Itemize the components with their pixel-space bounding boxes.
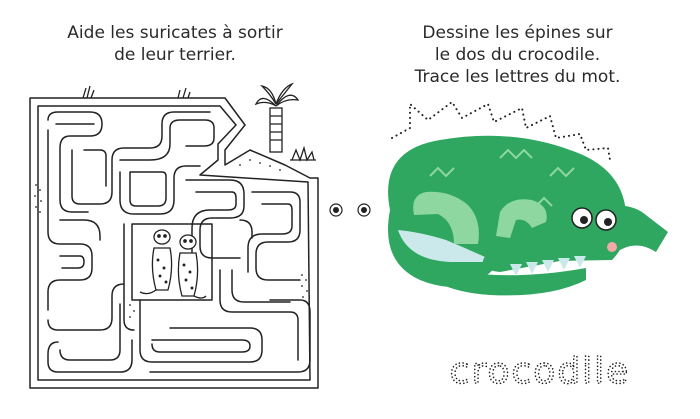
trace-word: crocodile — [450, 351, 631, 392]
maze-corridor — [149, 299, 311, 373]
maze-corridor — [239, 219, 253, 239]
maze-corridor — [129, 171, 167, 207]
crocodile-instruction: Dessine les épines sur le dos du crocodi… — [350, 22, 685, 88]
maze-corridor — [71, 111, 211, 205]
maze-outer-wall — [29, 97, 319, 389]
maze-corridor — [219, 269, 299, 361]
maze-corridor — [47, 255, 125, 331]
crocodile-cheek — [607, 242, 617, 252]
trace-word-box: crocodile — [449, 350, 631, 393]
maze-corridor — [185, 179, 245, 259]
palm-tree-icon — [254, 82, 300, 153]
maze-instruction-line-2: de leur terrier. — [114, 45, 236, 65]
crocodile-scale-marks — [429, 148, 533, 178]
meerkat-icon — [139, 229, 173, 295]
crocodile-teeth — [510, 256, 586, 276]
spine-trace-dots — [391, 100, 611, 161]
maze-inner-wall — [37, 105, 311, 381]
maze-corridor — [59, 303, 121, 361]
crocodile-leg — [496, 199, 547, 238]
grass-tuft-icon — [290, 145, 316, 162]
maze-corridor — [151, 339, 251, 353]
crocodile-belly-stripes — [419, 239, 451, 261]
maze-corridor — [123, 223, 135, 331]
maze-corridor — [47, 123, 95, 311]
crocodile-instruction-line-1: Dessine les épines sur — [422, 23, 613, 43]
right-page: Dessine les épines sur le dos du crocodi… — [350, 0, 700, 419]
maze-illustration — [29, 82, 319, 389]
maze-instruction: Aide les suricates à sortir de leur terr… — [0, 22, 350, 66]
maze-corridor — [251, 191, 301, 281]
crocodile-belly — [398, 230, 496, 262]
binder-ring-icon — [329, 203, 371, 217]
maze-corridor — [47, 111, 103, 213]
crocodile-illustration — [388, 100, 668, 296]
crocodile-instruction-line-2: le dos du crocodile. — [434, 45, 601, 65]
maze-corridor — [83, 119, 215, 187]
maze-corridor — [59, 219, 101, 241]
maze-corridor — [139, 299, 263, 363]
maze-corridor — [47, 339, 133, 373]
maze-corridor — [119, 165, 201, 215]
crocodile-leg — [413, 191, 479, 244]
sand-dots — [34, 159, 308, 318]
grass-tuft-icon — [82, 85, 191, 99]
maze-corridor — [247, 203, 293, 273]
crocodile-instruction-line-3: Trace les lettres du mot. — [414, 67, 621, 87]
meerkat-icon — [177, 234, 207, 299]
meerkat-burrow — [131, 223, 213, 301]
left-page: Aide les suricates à sortir de leur terr… — [0, 22, 350, 389]
crocodile-snout — [482, 205, 668, 272]
maze-corridor — [191, 191, 237, 253]
maze-instruction-line-1: Aide les suricates à sortir — [67, 23, 283, 43]
crocodile-tail — [396, 230, 586, 296]
crocodile-scale-marks — [535, 166, 575, 207]
